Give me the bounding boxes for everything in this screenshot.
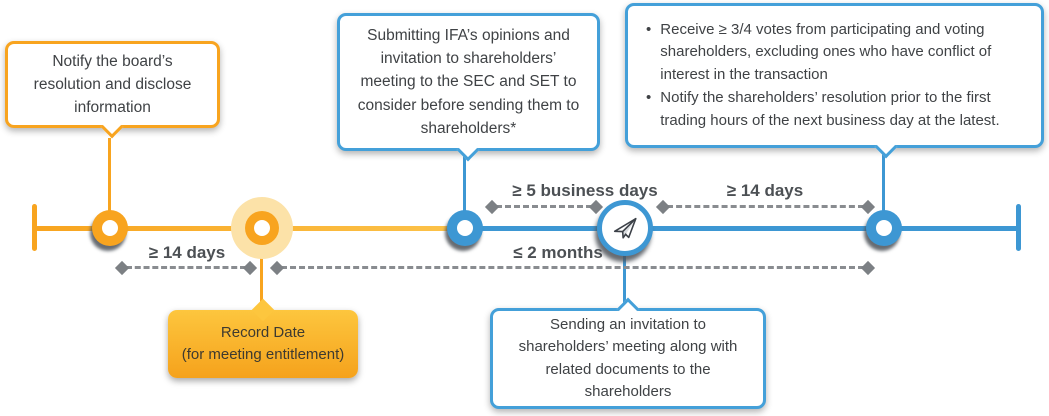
duration-label-5-business-days: ≥ 5 business days	[512, 181, 658, 200]
connector-record-date	[260, 228, 263, 312]
duration-label-14-days-upper: ≥ 14 days	[726, 181, 804, 200]
milestone-board-resolution-node	[92, 210, 128, 246]
timeline-end-tick	[1016, 204, 1021, 251]
dash-14-days-upper	[667, 205, 864, 208]
connector-sending-invitation	[623, 228, 626, 310]
votes-bullet-text-1: Receive ≥ 3/4 votes from participating a…	[660, 20, 992, 84]
diamond-marker	[269, 260, 285, 276]
milestone-record-date-node	[231, 197, 293, 259]
record-date-title: Record Date	[220, 323, 306, 341]
node-ring	[245, 211, 279, 245]
votes-bullet-item: • Notify the shareholders’ resolution pr…	[642, 87, 1027, 133]
callout-sending-invitation: Sending an invitation to shareholders’ m…	[490, 297, 766, 409]
callout-board-resolution-text: Notify the board’s resolution and disclo…	[33, 52, 192, 117]
dash-2-months	[281, 266, 864, 269]
milestone-submit-ifa-node	[447, 210, 483, 246]
callout-sending-invitation-text: Sending an invitation to shareholders’ m…	[518, 315, 738, 401]
milestone-votes-node	[866, 210, 902, 246]
milestone-sending-invitation-node	[597, 200, 653, 256]
dash-14-days-lower	[126, 266, 246, 269]
node-center-dot	[254, 220, 270, 236]
diamond-marker	[655, 199, 671, 215]
diamond-marker	[242, 260, 258, 276]
callout-pointer	[251, 298, 275, 322]
diamond-marker	[860, 199, 876, 215]
votes-bullet-text-2: Notify the shareholders’ resolution prio…	[660, 88, 1000, 129]
node-center-dot	[102, 220, 118, 236]
diamond-marker	[114, 260, 130, 276]
diamond-marker	[484, 199, 500, 215]
votes-bullet-item: • Receive ≥ 3/4 votes from participating…	[642, 19, 1027, 87]
timeline-blue-segment	[463, 226, 1020, 231]
node-center-dot	[457, 220, 473, 236]
node-center-dot	[876, 220, 892, 236]
callout-board-resolution: Notify the board’s resolution and disclo…	[5, 41, 220, 139]
bullet-dot: •	[646, 88, 652, 106]
dash-5-business-days	[496, 205, 592, 208]
callout-votes: • Receive ≥ 3/4 votes from participating…	[625, 3, 1044, 159]
duration-label-2-months: ≤ 2 months	[513, 243, 603, 262]
timeline-start-tick	[32, 204, 37, 251]
callout-submit-ifa: Submitting IFA’s opinions and invitation…	[337, 13, 600, 162]
callout-submit-ifa-text: Submitting IFA’s opinions and invitation…	[357, 26, 580, 137]
connector-votes	[882, 148, 885, 228]
connector-board-resolution	[108, 138, 111, 228]
bullet-dot: •	[646, 20, 652, 38]
duration-label-14-days-lower: ≥ 14 days	[148, 243, 226, 262]
callout-pointer	[874, 135, 898, 159]
callout-record-date: Record Date (for meeting entitlement)	[168, 298, 358, 378]
connector-submit-ifa	[463, 150, 466, 228]
callout-pointer	[456, 138, 480, 162]
diamond-marker	[860, 260, 876, 276]
record-date-subtitle: (for meeting entitlement)	[181, 346, 345, 363]
paper-plane-icon	[613, 217, 637, 239]
